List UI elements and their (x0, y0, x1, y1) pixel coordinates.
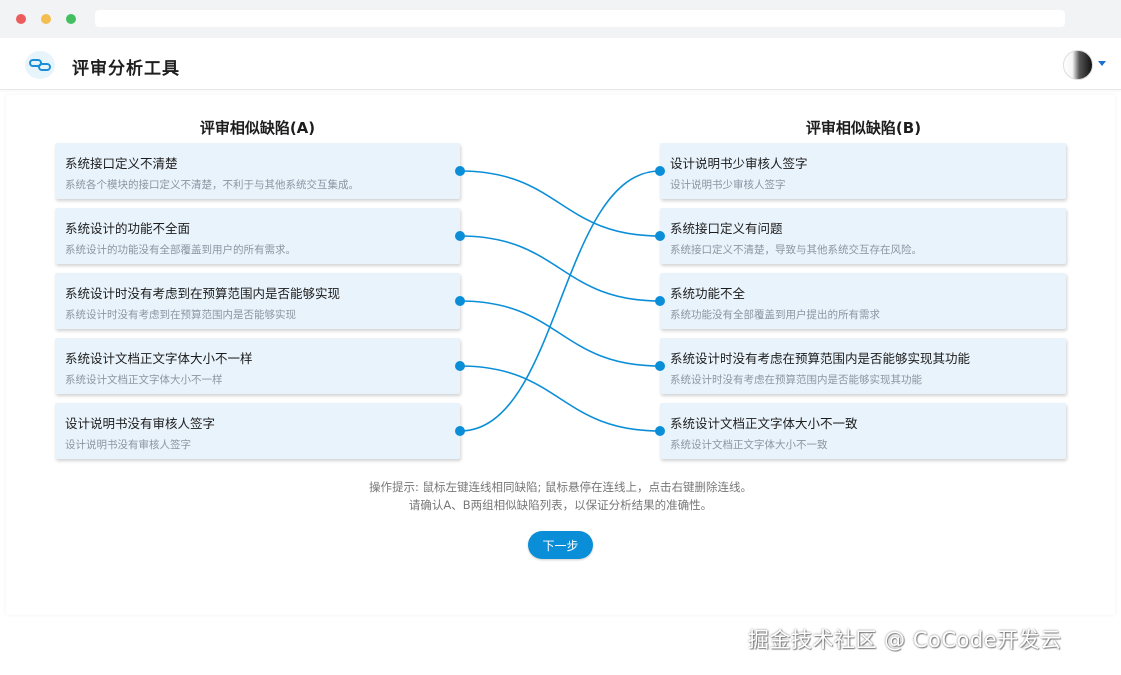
defect-b-card[interactable]: 系统接口定义有问题 系统接口定义不清楚，导致与其他系统交互存在风险。 (660, 208, 1066, 264)
watermark: 掘金技术社区 @ CoCode开发云 (748, 628, 1062, 652)
app-header: 评审分析工具 (0, 38, 1121, 90)
link-endpoint-a[interactable] (455, 361, 465, 371)
defect-b-title: 系统设计时没有考虑在预算范围内是否能够实现其功能 (670, 351, 971, 366)
link-endpoint-a[interactable] (455, 426, 465, 436)
defect-a-card[interactable]: 设计说明书没有审核人签字 设计说明书没有审核人签字 (55, 403, 460, 459)
link-endpoint-b[interactable] (655, 296, 665, 306)
chevron-down-icon[interactable] (1098, 61, 1106, 66)
defect-b-card[interactable]: 设计说明书少审核人签字 设计说明书少审核人签字 (660, 143, 1066, 199)
link-endpoint-a[interactable] (455, 166, 465, 176)
link-endpoint-a[interactable] (455, 231, 465, 241)
link-endpoint-b[interactable] (655, 231, 665, 241)
defect-a-title: 系统设计文档正文字体大小不一样 (65, 351, 253, 366)
defect-a-desc: 系统设计的功能没有全部覆盖到用户的所有需求。 (65, 244, 296, 256)
defect-b-title: 设计说明书少审核人签字 (670, 156, 808, 171)
defect-b-card[interactable]: 系统设计文档正文字体大小不一致 系统设计文档正文字体大小不一致 (660, 403, 1066, 459)
link-endpoint-b[interactable] (655, 166, 665, 176)
column-b-title: 评审相似缺陷(B) (805, 119, 922, 137)
defect-a-card[interactable]: 系统设计时没有考虑到在预算范围内是否能够实现 系统设计时没有考虑到在预算范围内是… (55, 273, 460, 329)
link-logo-icon (25, 51, 55, 79)
browser-chrome (0, 0, 1121, 38)
window-maximize-dot[interactable] (66, 14, 76, 24)
window-close-dot[interactable] (16, 14, 26, 24)
defect-b-desc: 系统设计时没有考虑在预算范围内是否能够实现其功能 (670, 374, 922, 386)
defect-a-desc: 系统各个模块的接口定义不清楚，不利于与其他系统交互集成。 (65, 179, 359, 191)
next-step-button[interactable]: 下一步 (528, 531, 593, 559)
defect-b-desc: 系统设计文档正文字体大小不一致 (670, 439, 828, 451)
confirm-hint: 请确认A、B两组相似缺陷列表，以保证分析结果的准确性。 (408, 498, 713, 512)
defect-b-card[interactable]: 系统设计时没有考虑在预算范围内是否能够实现其功能 系统设计时没有考虑在预算范围内… (660, 338, 1066, 394)
defect-b-title: 系统接口定义有问题 (670, 221, 783, 236)
defect-a-desc: 设计说明书没有审核人签字 (65, 439, 191, 451)
defect-a-card[interactable]: 系统设计的功能不全面 系统设计的功能没有全部覆盖到用户的所有需求。 (55, 208, 460, 264)
defect-b-card[interactable]: 系统功能不全 系统功能没有全部覆盖到用户提出的所有需求 (660, 273, 1066, 329)
app-title: 评审分析工具 (72, 59, 180, 79)
defect-b-title: 系统功能不全 (670, 286, 746, 301)
defect-a-title: 设计说明书没有审核人签字 (65, 416, 216, 431)
defect-b-title: 系统设计文档正文字体大小不一致 (670, 416, 858, 431)
defect-b-desc: 系统功能没有全部覆盖到用户提出的所有需求 (670, 309, 880, 321)
defect-a-title: 系统设计时没有考虑到在预算范围内是否能够实现 (65, 286, 341, 301)
defect-b-desc: 系统接口定义不清楚，导致与其他系统交互存在风险。 (670, 244, 922, 256)
defect-a-title: 系统接口定义不清楚 (65, 156, 178, 171)
link-endpoint-b[interactable] (655, 426, 665, 436)
user-avatar[interactable] (1063, 50, 1093, 80)
defect-a-card[interactable]: 系统设计文档正文字体大小不一样 系统设计文档正文字体大小不一样 (55, 338, 460, 394)
defect-a-desc: 系统设计文档正文字体大小不一样 (65, 374, 223, 386)
window-minimize-dot[interactable] (41, 14, 51, 24)
column-a-title: 评审相似缺陷(A) (199, 119, 316, 137)
link-endpoint-a[interactable] (455, 296, 465, 306)
defect-a-card[interactable]: 系统接口定义不清楚 系统各个模块的接口定义不清楚，不利于与其他系统交互集成。 (55, 143, 460, 199)
operation-hint: 操作提示: 鼠标左键连线相同缺陷; 鼠标悬停在连线上，点击右键删除连线。 (368, 480, 753, 494)
defect-b-desc: 设计说明书少审核人签字 (670, 179, 786, 191)
address-bar[interactable] (95, 10, 1065, 27)
defect-a-title: 系统设计的功能不全面 (65, 221, 191, 236)
defect-a-desc: 系统设计时没有考虑到在预算范围内是否能够实现 (65, 309, 296, 321)
link-endpoint-b[interactable] (655, 361, 665, 371)
